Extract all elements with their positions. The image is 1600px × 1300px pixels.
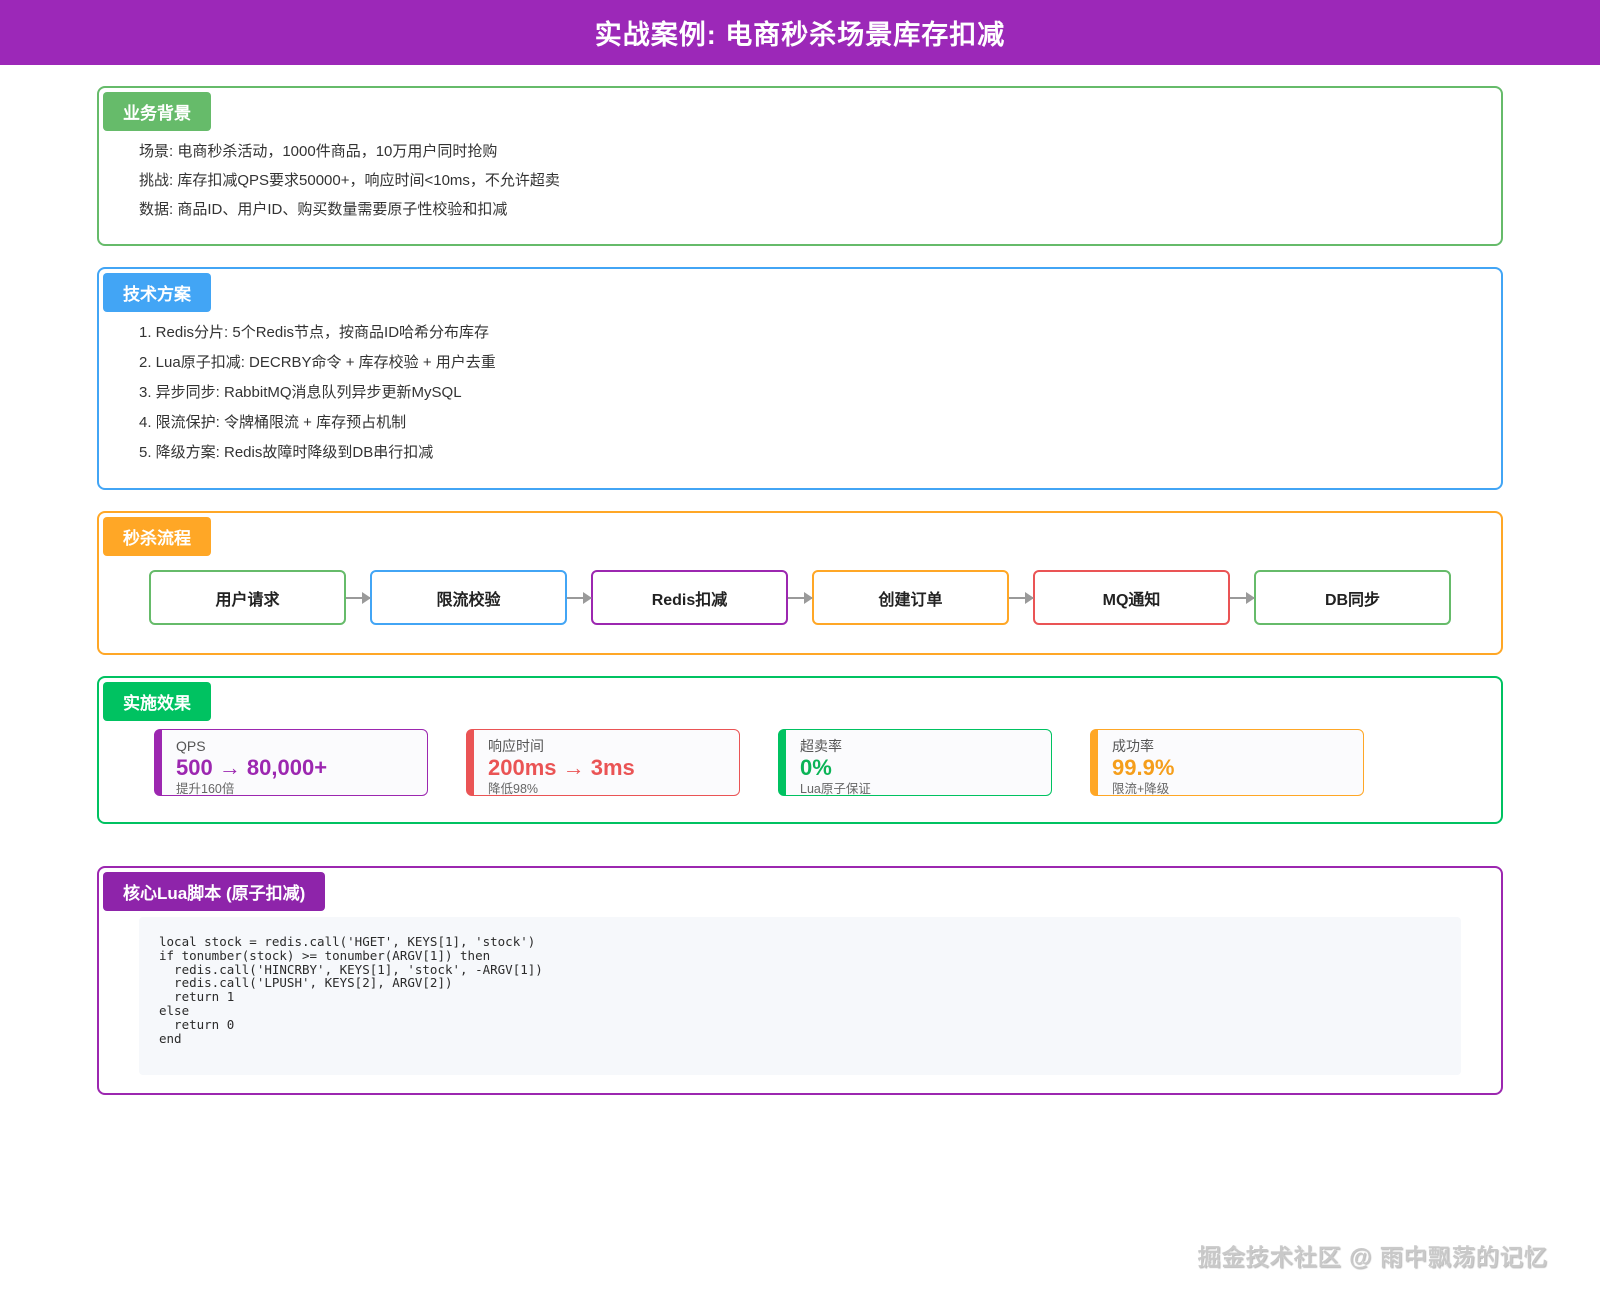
metric-title: 响应时间 [488, 738, 544, 754]
flow-step-db-sync: DB同步 [1254, 570, 1451, 625]
solution-item-5: 5. 降级方案: Redis故障时降级到DB串行扣减 [139, 444, 434, 461]
flow-diagram: 用户请求 限流校验 Redis扣减 创建订单 MQ通知 DB同步 [99, 556, 1501, 653]
metric-note: 限流+降级 [1112, 782, 1170, 796]
flow-step-redis-deduct: Redis扣减 [591, 570, 788, 625]
metric-note: Lua原子保证 [800, 782, 871, 796]
solution-item-3: 3. 异步同步: RabbitMQ消息队列异步更新MySQL [139, 384, 462, 401]
section-lua-script: 核心Lua脚本 (原子扣减) local stock = redis.call(… [97, 866, 1503, 1096]
metric-value: 99.9% [1112, 755, 1175, 780]
metric-value: 500 → 80,000+ [176, 755, 328, 780]
metric-title: 超卖率 [800, 738, 842, 754]
section-flash-sale-flow: 秒杀流程 用户请求 限流校验 Redis扣减 创建订单 MQ通知 DB同步 [97, 511, 1503, 655]
metric-card-oversell-rate: 超卖率 0% Lua原子保证 [778, 729, 1052, 796]
metric-card-qps: QPS 500 → 80,000+ 提升160倍 [154, 729, 428, 796]
section-results: 实施效果 QPS 500 → 80,000+ 提升160倍 响应时间 200ms… [97, 676, 1503, 824]
lua-code-block: local stock = redis.call('HGET', KEYS[1]… [139, 917, 1461, 1076]
solution-item-4: 4. 限流保护: 令牌桶限流 + 库存预占机制 [139, 414, 407, 431]
metric-title: 成功率 [1112, 738, 1154, 754]
metric-title: QPS [176, 738, 206, 754]
solution-item-1: 1. Redis分片: 5个Redis节点，按商品ID哈希分布库存 [139, 324, 490, 341]
solution-item-2: 2. Lua原子扣减: DECRBY命令 + 库存校验 + 用户去重 [139, 354, 496, 371]
flow-arrow-icon [346, 591, 371, 604]
metric-note: 降低98% [488, 782, 539, 796]
section-label-lua-script: 核心Lua脚本 (原子扣减) [103, 872, 326, 911]
metric-card-success-rate: 成功率 99.9% 限流+降级 [1090, 729, 1364, 796]
lua-code: local stock = redis.call('HGET', KEYS[1]… [159, 934, 543, 1046]
page-header: 实战案例: 电商秒杀场景库存扣减 [0, 0, 1600, 65]
flow-arrow-icon [567, 591, 592, 604]
business-background-body: 场景: 电商秒杀活动，1000件商品，10万用户同时抢购 挑战: 库存扣减QPS… [99, 131, 1501, 244]
flow-step-create-order: 创建订单 [812, 570, 1009, 625]
tech-solution-body: 1. Redis分片: 5个Redis节点，按商品ID哈希分布库存 2. Lua… [99, 312, 1501, 488]
metric-cards: QPS 500 → 80,000+ 提升160倍 响应时间 200ms → 3m… [99, 721, 1501, 822]
main-content: 业务背景 场景: 电商秒杀活动，1000件商品，10万用户同时抢购 挑战: 库存… [0, 86, 1600, 1096]
section-tech-solution: 技术方案 1. Redis分片: 5个Redis节点，按商品ID哈希分布库存 2… [97, 267, 1503, 490]
metric-note: 提升160倍 [176, 782, 235, 796]
background-line-data: 数据: 商品ID、用户ID、购买数量需要原子性校验和扣减 [139, 201, 508, 218]
flow-step-user-request: 用户请求 [149, 570, 346, 625]
flow-step-rate-limit-check: 限流校验 [370, 570, 567, 625]
flow-arrow-icon [1009, 591, 1034, 604]
section-label-flash-sale-flow: 秒杀流程 [103, 517, 211, 556]
flow-arrow-icon [788, 591, 813, 604]
metric-value: 200ms → 3ms [488, 755, 635, 780]
flow-step-mq-notify: MQ通知 [1033, 570, 1230, 625]
metric-card-response-time: 响应时间 200ms → 3ms 降低98% [466, 729, 740, 796]
background-line-scene: 场景: 电商秒杀活动，1000件商品，10万用户同时抢购 [139, 143, 498, 160]
watermark: 掘金技术社区 @ 雨中飘荡的记忆 [1197, 1244, 1548, 1270]
background-line-challenge: 挑战: 库存扣减QPS要求50000+，响应时间<10ms，不允许超卖 [139, 172, 560, 189]
flow-arrow-icon [1230, 591, 1255, 604]
section-label-tech-solution: 技术方案 [103, 273, 211, 312]
page-title: 实战案例: 电商秒杀场景库存扣减 [594, 20, 1006, 50]
section-label-business-background: 业务背景 [103, 92, 211, 131]
metric-value: 0% [800, 755, 832, 780]
section-label-results: 实施效果 [103, 682, 211, 721]
section-business-background: 业务背景 场景: 电商秒杀活动，1000件商品，10万用户同时抢购 挑战: 库存… [97, 86, 1503, 246]
